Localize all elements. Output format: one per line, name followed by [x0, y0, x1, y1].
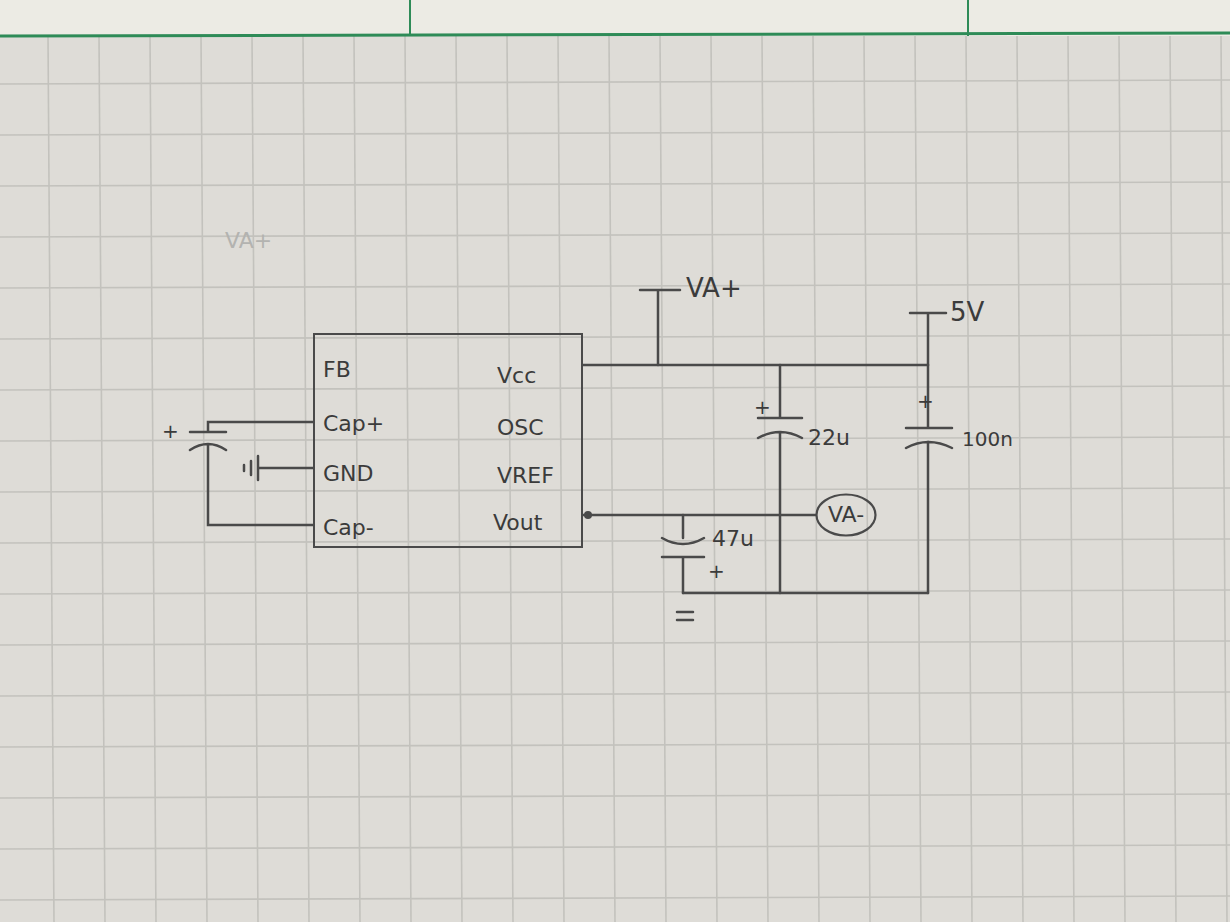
grid-line	[0, 590, 1230, 594]
grid-line	[150, 36, 156, 922]
pin-name: Vcc	[497, 363, 536, 388]
green-rule	[0, 33, 1230, 36]
pin-name: OSC	[497, 415, 544, 440]
component-label: +	[917, 390, 934, 413]
net-circle: VA-	[815, 493, 877, 537]
grid-line	[0, 539, 1230, 543]
grid-line	[0, 386, 1230, 390]
grid-line	[0, 335, 1230, 339]
supply-tee	[640, 290, 680, 365]
component-label: 100n	[962, 428, 1013, 451]
pin-name: Cap+	[323, 411, 384, 436]
vcc-wire	[583, 364, 928, 367]
grid-line	[0, 692, 1230, 696]
component-label: +	[708, 560, 725, 583]
capacitor-symbol	[662, 515, 704, 593]
grid-line	[0, 131, 1230, 135]
component-label: +	[754, 396, 771, 419]
component-label: VA+	[686, 274, 742, 304]
grid-line	[201, 36, 207, 922]
grid-line	[99, 36, 105, 922]
component-label: 47u	[712, 526, 754, 551]
grid-line	[0, 437, 1230, 441]
grid-line	[1119, 36, 1125, 922]
grid-line	[0, 845, 1230, 849]
component-label: +	[162, 420, 179, 443]
grid-line	[0, 896, 1230, 900]
grid-line	[1017, 36, 1023, 922]
grid-line	[558, 36, 564, 922]
grid-line	[0, 233, 1230, 237]
grid-line	[1221, 36, 1227, 922]
pin-name: FB	[323, 357, 351, 382]
green-rule	[967, 0, 969, 36]
wires	[190, 290, 952, 620]
net-name: VA-	[828, 502, 864, 527]
grid-line	[864, 36, 870, 922]
grid-line	[0, 182, 1230, 186]
grid-line	[48, 36, 54, 922]
ground-symbol	[677, 612, 693, 620]
grid-line	[0, 80, 1230, 84]
grid-line	[762, 36, 768, 922]
grid-line	[915, 36, 921, 922]
wire	[583, 514, 816, 517]
grid-line	[966, 36, 972, 922]
grid-line	[303, 36, 309, 922]
grid-line	[0, 641, 1230, 645]
grid-line	[0, 743, 1230, 747]
component-label: 5V	[950, 298, 984, 328]
grid	[0, 36, 1230, 922]
component-label: 22u	[808, 425, 850, 450]
pin-name: Cap-	[323, 515, 374, 540]
grid-line	[405, 36, 411, 922]
bottom-wire	[683, 592, 928, 595]
grid-line	[813, 36, 819, 922]
pin-name: VREF	[497, 463, 554, 488]
grid-line	[0, 794, 1230, 798]
green-rule	[409, 0, 411, 36]
pin-name: Vout	[493, 510, 542, 535]
grid-line	[0, 284, 1230, 288]
grid-line	[1170, 36, 1176, 922]
grid-line	[456, 36, 462, 922]
ground-symbol	[244, 456, 313, 480]
top-paper	[0, 0, 1230, 36]
supply-tee	[910, 313, 946, 365]
grid-line	[660, 36, 666, 922]
capacitor-symbol	[906, 365, 952, 593]
circle-outline	[817, 495, 876, 536]
capacitor-symbol	[190, 422, 313, 525]
pin-name: GND	[323, 461, 373, 486]
grid-line	[711, 36, 717, 922]
grid-line	[0, 488, 1230, 492]
erased-note: VA+	[225, 228, 272, 253]
grid-line	[609, 36, 615, 922]
grid-line	[1068, 36, 1074, 922]
ic-box: FB Cap+ GND Cap- VccOSC VREF Vout	[313, 333, 583, 548]
